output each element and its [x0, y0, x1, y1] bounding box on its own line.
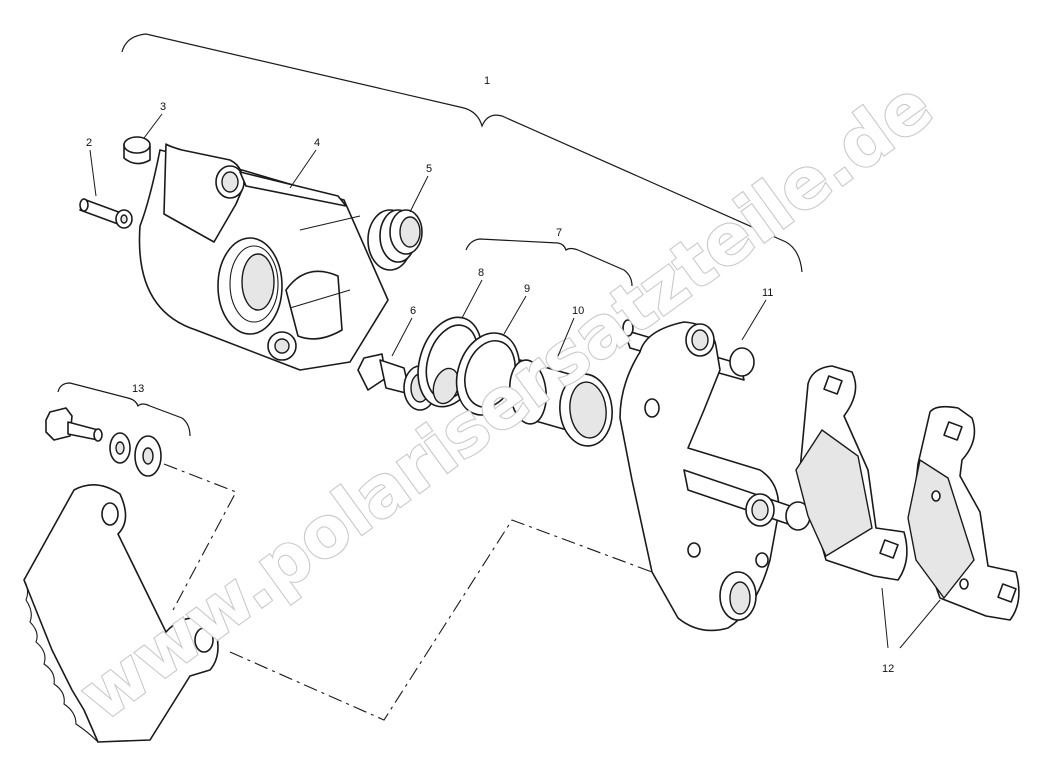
- mounting-line-lower: [229, 519, 653, 721]
- part-13-bolt-washers: [45, 407, 162, 477]
- brace-group-7: [465, 238, 633, 287]
- callout-11: 11: [762, 287, 773, 299]
- callout-9: 9: [524, 283, 530, 295]
- callout-8: 8: [478, 267, 484, 279]
- callout-10: 10: [572, 305, 584, 317]
- part-4-caliper-housing: [138, 143, 389, 371]
- part-12-brake-pads: [795, 365, 1020, 621]
- part-10-piston: [508, 359, 613, 447]
- mounting-bracket: [23, 484, 219, 743]
- mounting-line-bolt: [163, 463, 237, 613]
- part-5-boot: [367, 209, 423, 271]
- callout-6: 6: [410, 305, 416, 317]
- callout-7: 7: [556, 227, 562, 239]
- leader-12: [881, 587, 941, 649]
- callout-2: 2: [86, 137, 92, 149]
- part-11-bracket: [619, 319, 811, 632]
- callout-4: 4: [314, 137, 320, 149]
- brace-group-1: [121, 33, 803, 273]
- callout-13: 13: [132, 383, 144, 395]
- part-3-cap: [123, 136, 151, 165]
- callout-leaders: [89, 113, 767, 357]
- callout-5: 5: [426, 163, 432, 175]
- brace-group-13: [57, 382, 191, 437]
- part-9-seal-ring: [455, 332, 521, 416]
- part-2-bleeder-screw: [79, 198, 133, 229]
- callout-1: 1: [484, 75, 490, 87]
- callout-3: 3: [160, 101, 166, 113]
- callout-12: 12: [882, 663, 894, 675]
